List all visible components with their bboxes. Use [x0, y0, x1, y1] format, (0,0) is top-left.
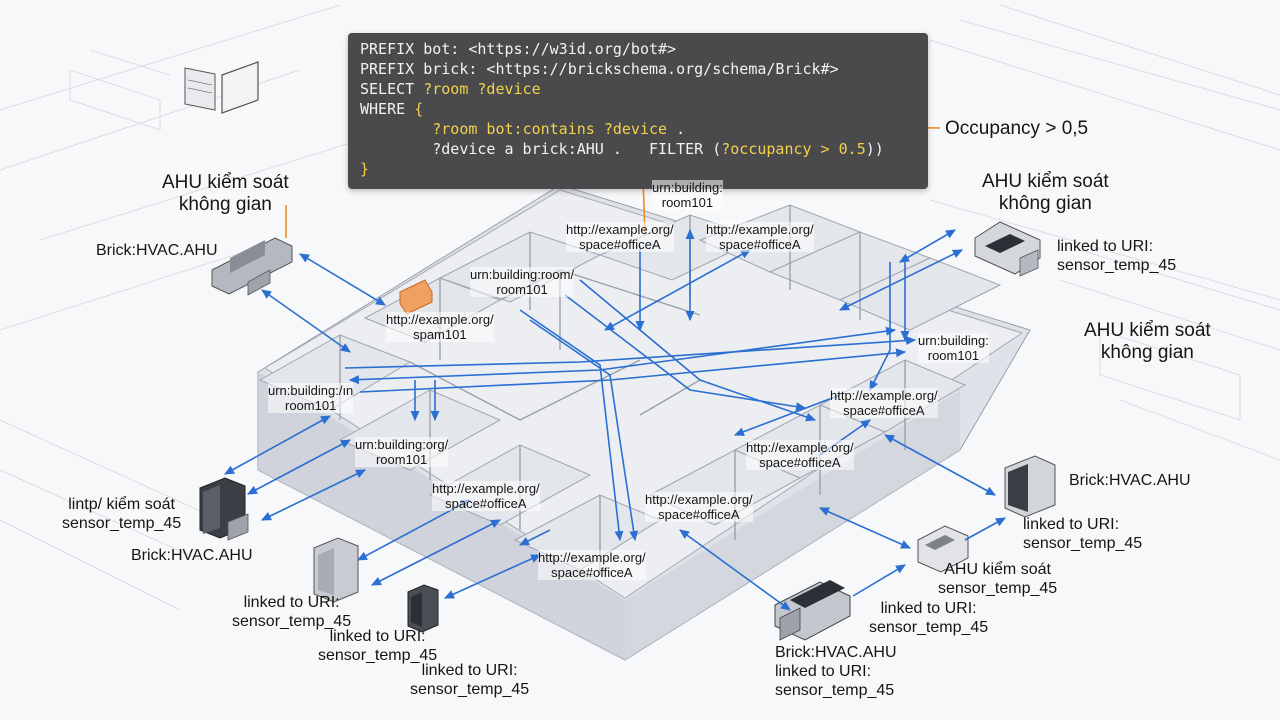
sparql-where: WHERE {: [360, 100, 423, 119]
server-cabinet-left-icon: [199, 477, 249, 541]
sparql-triple-contains: ?room bot:contains ?device .: [360, 120, 685, 139]
sparql-select-vars: ?room ?device: [423, 80, 541, 98]
sparql-line6-filter: FILTER (: [649, 140, 722, 158]
uri-room-mid-top: urn:building:room/room101: [470, 267, 575, 297]
sparql-where-brace: {: [414, 100, 424, 118]
sparql-code-panel: PREFIX bot: <https://w3id.org/bot#> PREF…: [348, 33, 928, 189]
sparql-triple-ahu-filter: ?device a brick:AHU . FILTER (?occupancy…: [360, 140, 884, 159]
sparql-line5-end: .: [667, 120, 686, 138]
brick-ahu-label-left-top: Brick:HVAC.AHU: [96, 242, 218, 259]
blueprint-background: [0, 4, 1280, 611]
brick-ahu-label-right: Brick:HVAC.AHU: [1069, 472, 1191, 489]
ahu-unit-top-left-icon: [211, 237, 293, 296]
uri-office-top-right: http://example.org/space#officeA: [706, 222, 814, 252]
occupancy-callout: Occupancy > 0,5: [945, 118, 1089, 139]
sparql-line6-indent: [360, 140, 432, 158]
sparql-close-brace: }: [360, 160, 370, 178]
ahu-unit-right-bottom-icon: [917, 525, 969, 573]
sparql-select-keyword: SELECT: [360, 80, 424, 98]
uri-room-top: urn:building:room101: [652, 180, 723, 210]
sparql-where-keyword: WHERE: [360, 100, 415, 118]
sparql-line6-end: )): [865, 140, 884, 158]
brick-ahu-label-left-bottom: Brick:HVAC.AHU: [131, 547, 253, 564]
uri-office-center-right: http://example.org/space#officeA: [746, 440, 854, 470]
uri-office-center: http://example.org/space#officeA: [645, 492, 753, 522]
sparql-prefix-brick: PREFIX brick: <https://brickschema.org/s…: [360, 60, 839, 78]
linked-label-right-top: linked to URI:sensor_temp_45: [1057, 238, 1177, 274]
uri-room-right: urn:building:room101: [918, 333, 989, 363]
uri-office-center-left: http://example.org/space#officeA: [432, 481, 540, 511]
server-cabinet-right-icon: [1004, 455, 1056, 518]
ahu-unit-top-right-icon: [974, 221, 1041, 277]
uri-office-bottom: http://example.org/space#officeA: [538, 550, 646, 580]
linked-label-bottom-4: linked to URI:sensor_temp_45: [869, 600, 989, 636]
sparql-line5-device: ?device: [594, 120, 668, 138]
linked-label-right-bottom: linked to URI:sensor_temp_45: [1023, 516, 1143, 552]
uri-office-top-left: http://example.org/space#officeA: [566, 222, 674, 252]
uri-spam: http://example.org/spam101: [386, 312, 494, 342]
cabinet-bottom-left-icon: [313, 537, 359, 603]
linked-label-bottom-2: linked to URI:sensor_temp_45: [318, 628, 438, 664]
cabinet-bottom-small-icon: [407, 584, 439, 633]
sparql-line6-device: ?device a brick:AHU .: [432, 140, 649, 158]
linked-label-bottom-1: linked to URI:sensor_temp_45: [232, 594, 352, 630]
sparql-line6-cond: ?occupancy > 0.5: [721, 140, 866, 158]
sparql-line5-contains: contains: [522, 120, 595, 138]
uri-room-org: urn:building:org/room101: [355, 437, 449, 467]
ahu-unit-bottom-icon: [774, 580, 851, 641]
uri-office-right-mid: http://example.org/space#officeA: [830, 388, 938, 418]
building-floorplan: [257, 184, 1031, 661]
sparql-select: SELECT ?room ?device: [360, 80, 541, 99]
sparql-prefix-bot: PREFIX bot: <https://w3id.org/bot#>: [360, 40, 677, 58]
linked-label-bottom-3: linked to URI:sensor_temp_45: [410, 662, 530, 698]
relationship-arrows: [224, 228, 1006, 611]
sparql-line5-indent: [360, 120, 432, 138]
wall-cabinet-icon: [184, 61, 259, 114]
sparql-line5-room: ?room bot:: [432, 120, 523, 138]
